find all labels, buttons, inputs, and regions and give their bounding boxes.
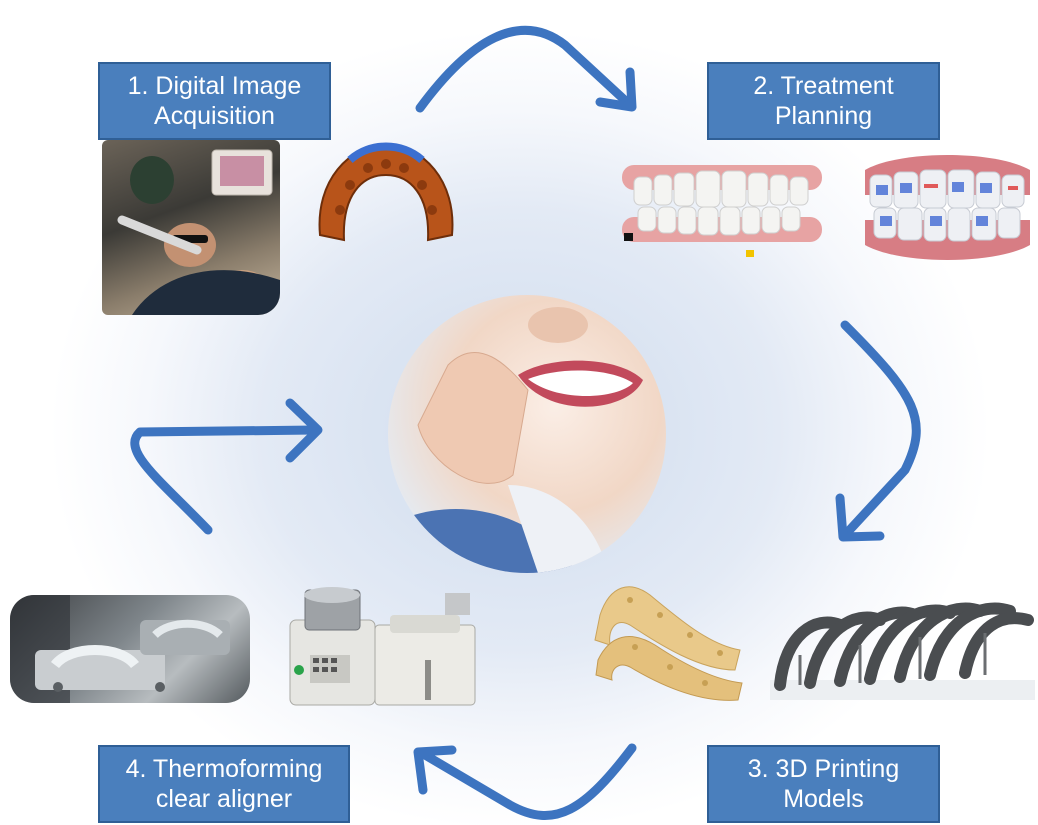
woman-inserting-clear-aligner	[388, 295, 666, 573]
step-2-line-1: 2. Treatment	[753, 72, 894, 100]
arrow-step2-to-step3	[840, 320, 921, 540]
arrow-step2-to-step3-head	[835, 493, 885, 542]
teeth-with-attachments-model	[860, 150, 1035, 265]
step-4-thermoforming-clear-aligner: 4. Thermoforming clear aligner	[98, 745, 350, 823]
arrow-step4-to-center	[130, 425, 320, 535]
arrow-step3-to-step4-head	[413, 745, 457, 795]
step-1-line-2: Acquisition	[154, 102, 275, 130]
step-4-line-1: 4. Thermoforming	[125, 755, 323, 783]
arrow-step3-to-step4	[415, 743, 637, 820]
arrow-step1-to-step2-head	[595, 67, 637, 112]
printed-dental-arches-with-supports	[770, 575, 1035, 705]
step-2-line-2: Planning	[774, 102, 873, 130]
digital-dental-arch-scan	[310, 140, 462, 252]
step-3-line-1: 3. 3D Printing	[747, 755, 900, 783]
arrow-step1-to-step2	[415, 25, 635, 113]
step-1-digital-image-acquisition: 1. Digital Image Acquisition	[98, 62, 331, 140]
treatment-plan-teeth-model	[612, 145, 834, 270]
arrow-step4-to-center-head	[285, 398, 323, 463]
printed-resin-dental-models	[590, 575, 750, 705]
step-3-line-2: Models	[783, 785, 864, 813]
step-3-3d-printing-models: 3. 3D Printing Models	[707, 745, 940, 823]
aligner-trays-photo	[10, 595, 250, 703]
intraoral-scanning-photo	[102, 140, 280, 315]
thermoforming-machine	[285, 585, 480, 710]
step-4-line-2: clear aligner	[155, 785, 293, 813]
step-2-treatment-planning: 2. Treatment Planning	[707, 62, 940, 140]
step-1-line-1: 1. Digital Image	[127, 72, 302, 100]
